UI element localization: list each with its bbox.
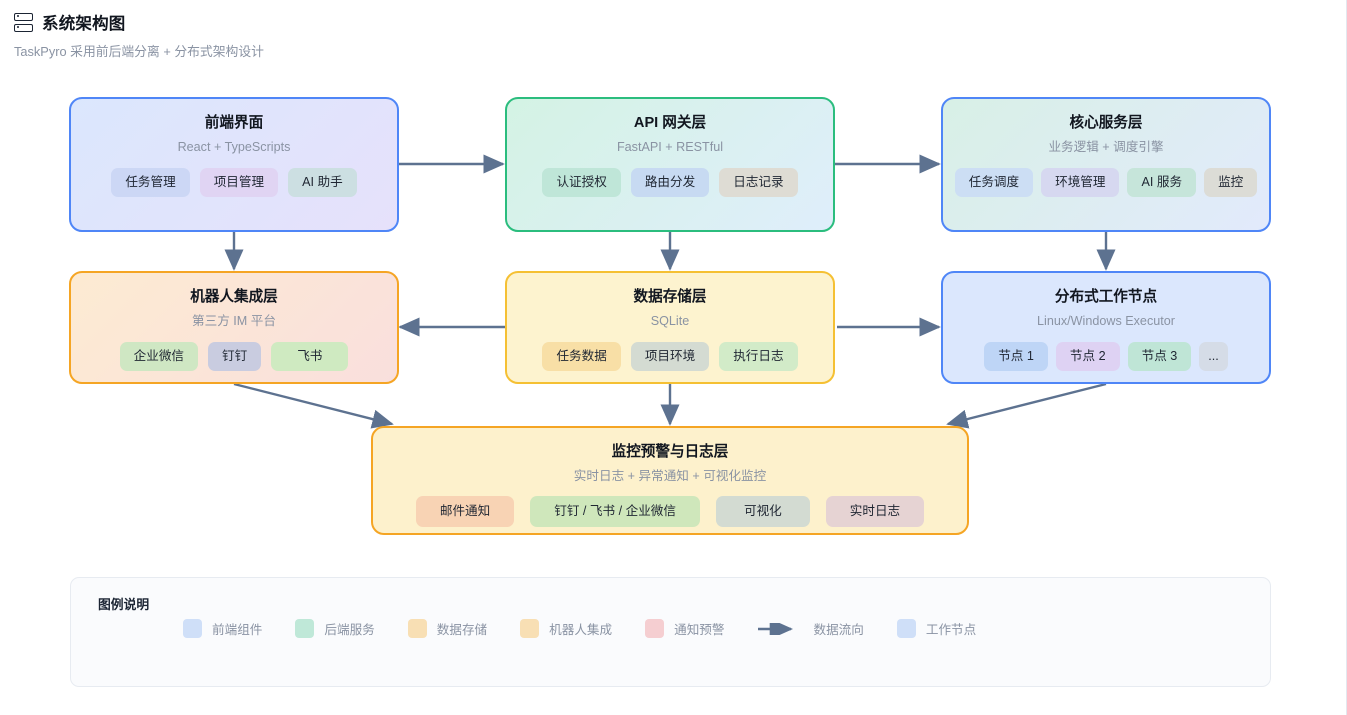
node-subtitle: 第三方 IM 平台 <box>192 313 276 328</box>
node-api-gateway[interactable]: API 网关层 FastAPI + RESTful 认证授权 路由分发 日志记录 <box>505 97 835 232</box>
chip[interactable]: 节点 1 <box>984 341 1048 372</box>
chip[interactable]: AI 助手 <box>288 167 357 198</box>
node-title: 分布式工作节点 <box>1054 289 1158 305</box>
chip[interactable]: 环境管理 <box>1041 167 1120 198</box>
node-subtitle: FastAPI + RESTful <box>616 139 724 154</box>
node-subtitle: Linux/Windows Executor <box>1037 313 1175 328</box>
node-title: 核心服务层 <box>1069 115 1143 131</box>
page-subtitle: TaskPyro 采用前后端分离 + 分布式架构设计 <box>14 44 264 59</box>
legend-item-alert: 通知预警 <box>645 619 724 638</box>
legend-title: 图例说明 <box>98 597 150 612</box>
node-monitoring-logging[interactable]: 监控预警与日志层 实时日志 + 异常通知 + 可视化监控 邮件通知 钉钉 / 飞… <box>371 426 969 535</box>
legend-swatch-icon <box>295 619 315 638</box>
legend-label: 数据存储 <box>436 623 488 637</box>
node-bot-integration[interactable]: 机器人集成层 第三方 IM 平台 企业微信 钉钉 飞书 <box>69 271 399 384</box>
legend-panel: 图例说明 前端组件 后端服务 数据存储 机器人集成 通知预警 <box>70 577 1271 687</box>
chip[interactable]: 执行日志 <box>719 341 798 372</box>
node-core-service[interactable]: 核心服务层 业务逻辑 + 调度引擎 任务调度 环境管理 AI 服务 监控 <box>941 97 1271 232</box>
page-title: 系统架构图 <box>42 15 126 33</box>
page-title-row: 系统架构图 <box>14 10 264 34</box>
node-chips: 企业微信 钉钉 飞书 <box>119 341 349 372</box>
legend-item-worker: 工作节点 <box>896 619 977 638</box>
node-title: 机器人集成层 <box>190 289 278 305</box>
arrow-right-icon <box>758 622 794 635</box>
server-stack-icon <box>14 12 33 32</box>
legend-label: 通知预警 <box>674 623 725 637</box>
chip[interactable]: 节点 2 <box>1055 341 1120 372</box>
legend-label: 机器人集成 <box>549 623 613 637</box>
node-title: 数据存储层 <box>633 289 707 305</box>
legend-swatch-icon <box>645 619 665 638</box>
edge-worker-monitor <box>946 382 1107 429</box>
node-subtitle: SQLite <box>650 313 690 328</box>
node-subtitle: React + TypeScripts <box>177 139 291 154</box>
chip[interactable]: 钉钉 <box>208 341 262 372</box>
chip[interactable]: 实时日志 <box>825 495 925 528</box>
legend-item-storage: 数据存储 <box>407 619 488 638</box>
chip[interactable]: 项目环境 <box>630 341 710 372</box>
legend-label: 工作节点 <box>925 623 977 637</box>
legend-swatch-icon <box>896 619 916 638</box>
node-chips: 任务管理 项目管理 AI 助手 <box>111 167 357 198</box>
legend-label: 前端组件 <box>212 623 263 637</box>
page-header: 系统架构图 TaskPyro 采用前后端分离 + 分布式架构设计 <box>14 10 264 60</box>
chip[interactable]: 认证授权 <box>542 167 621 198</box>
legend-item-frontend: 前端组件 <box>183 619 262 638</box>
chip[interactable]: 节点 3 <box>1127 341 1192 372</box>
legend-label: 数据流向 <box>813 623 864 637</box>
chip[interactable]: 钉钉 / 飞书 / 企业微信 <box>530 495 700 528</box>
node-subtitle: 实时日志 + 异常通知 + 可视化监控 <box>573 468 767 483</box>
legend-swatch-icon <box>407 619 427 638</box>
legend-item-backend: 后端服务 <box>295 619 375 638</box>
legend-item-dataflow: 数据流向 <box>757 619 864 638</box>
chip[interactable]: 项目管理 <box>199 167 279 198</box>
chip[interactable]: 可视化 <box>715 495 810 528</box>
legend-item-bot: 机器人集成 <box>520 619 612 638</box>
chip[interactable]: AI 服务 <box>1127 167 1197 198</box>
chip[interactable]: 路由分发 <box>630 167 710 198</box>
chip[interactable]: 任务管理 <box>111 167 190 198</box>
chip[interactable]: 飞书 <box>271 341 349 372</box>
node-frontend[interactable]: 前端界面 React + TypeScripts 任务管理 项目管理 AI 助手 <box>69 97 399 232</box>
node-title: 前端界面 <box>204 115 264 131</box>
chip[interactable]: ... <box>1199 341 1228 372</box>
node-chips: 节点 1 节点 2 节点 3 ... <box>984 341 1228 372</box>
chip[interactable]: 任务调度 <box>954 167 1034 198</box>
node-data-storage[interactable]: 数据存储层 SQLite 任务数据 项目环境 执行日志 <box>505 271 835 384</box>
node-subtitle: 业务逻辑 + 调度引擎 <box>1048 139 1164 154</box>
node-chips: 任务调度 环境管理 AI 服务 监控 <box>954 167 1258 198</box>
chip[interactable]: 任务数据 <box>542 341 621 372</box>
legend-label: 后端服务 <box>324 623 375 637</box>
node-title: API 网关层 <box>633 115 707 131</box>
legend-items: 前端组件 后端服务 数据存储 机器人集成 通知预警 <box>183 619 976 638</box>
node-title: 监控预警与日志层 <box>611 444 729 460</box>
chip[interactable]: 监控 <box>1204 167 1258 198</box>
edge-bot-monitor <box>233 382 394 429</box>
chip[interactable]: 企业微信 <box>119 341 198 372</box>
node-chips: 邮件通知 钉钉 / 飞书 / 企业微信 可视化 实时日志 <box>415 495 925 528</box>
legend-swatch-icon <box>520 619 540 638</box>
chip[interactable]: 邮件通知 <box>415 495 515 528</box>
node-worker-nodes[interactable]: 分布式工作节点 Linux/Windows Executor 节点 1 节点 2… <box>941 271 1271 384</box>
node-chips: 任务数据 项目环境 执行日志 <box>542 341 798 372</box>
chip[interactable]: 日志记录 <box>719 167 798 198</box>
legend-swatch-icon <box>183 619 202 638</box>
node-chips: 认证授权 路由分发 日志记录 <box>542 167 798 198</box>
